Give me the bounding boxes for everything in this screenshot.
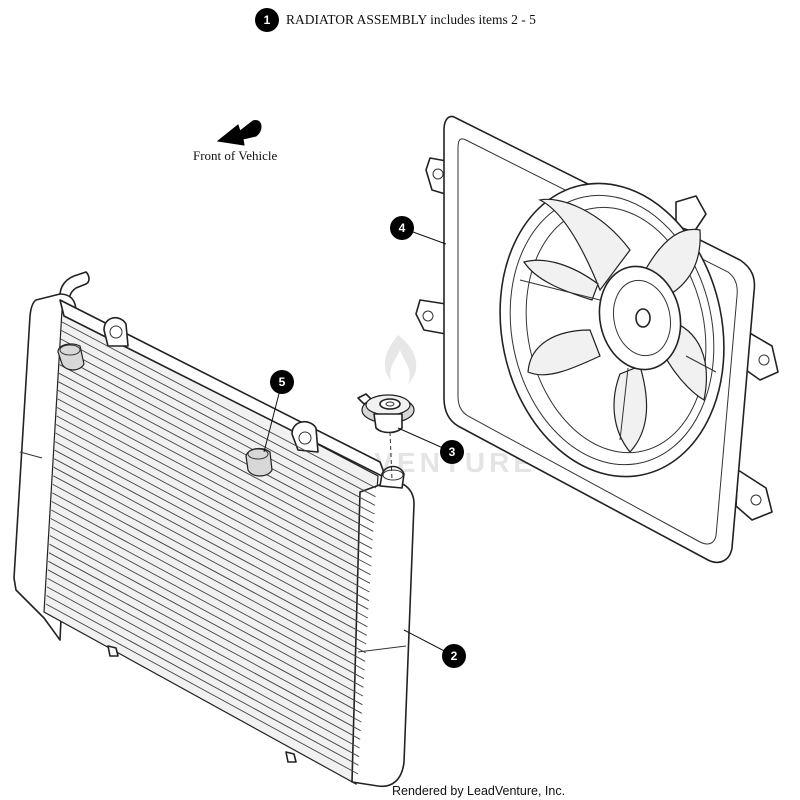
rendered-by-credit: Rendered by LeadVenture, Inc. bbox=[392, 784, 565, 798]
watermark-flame-icon bbox=[384, 335, 417, 384]
radiator-fin bbox=[57, 398, 372, 567]
radiator-fin bbox=[53, 466, 367, 636]
radiator-fins bbox=[45, 321, 377, 775]
bushing-item-5[interactable] bbox=[57, 343, 273, 477]
radiator-fin bbox=[50, 518, 364, 688]
fan-shroud-item-4[interactable] bbox=[415, 115, 779, 564]
svg-text:1: 1 bbox=[264, 13, 271, 27]
svg-text:5: 5 bbox=[279, 375, 286, 389]
radiator-fin bbox=[57, 390, 372, 558]
assembly-title: RADIATOR ASSEMBLY includes items 2 - 5 bbox=[286, 12, 536, 27]
callout-5[interactable]: 5 bbox=[270, 370, 294, 394]
radiator-fin bbox=[50, 526, 364, 697]
radiator-fin bbox=[46, 586, 360, 758]
radiator-fin bbox=[60, 338, 376, 506]
radiator-fin bbox=[53, 458, 368, 628]
radiator-cap-item-3[interactable] bbox=[357, 393, 415, 434]
radiator-fin bbox=[48, 560, 361, 732]
leader-5 bbox=[263, 381, 283, 453]
radiator-fin bbox=[58, 381, 373, 550]
radiator-fin bbox=[48, 552, 362, 723]
radiator-fin bbox=[51, 501, 365, 671]
radiator-fin bbox=[59, 355, 375, 524]
callout-4[interactable]: 4 bbox=[390, 216, 414, 240]
svg-text:3: 3 bbox=[449, 445, 456, 459]
svg-text:4: 4 bbox=[399, 221, 406, 235]
radiator-fin bbox=[58, 372, 373, 541]
radiator-fin bbox=[60, 347, 375, 515]
callout-2[interactable]: 2 bbox=[442, 644, 466, 668]
radiator-fin bbox=[55, 424, 370, 593]
radiator-fin bbox=[56, 415, 371, 584]
radiator-item-2[interactable] bbox=[13, 271, 415, 788]
radiator-fin bbox=[46, 595, 359, 766]
radiator-fin bbox=[52, 492, 366, 662]
radiator-fin bbox=[61, 321, 377, 489]
radiator-fin bbox=[61, 330, 376, 498]
radiator-fin bbox=[51, 509, 365, 680]
title-callout-1[interactable]: 1 bbox=[255, 8, 279, 32]
svg-text:2: 2 bbox=[451, 649, 458, 663]
radiator-fin bbox=[54, 441, 369, 610]
radiator-fin bbox=[54, 449, 369, 619]
radiator-fin bbox=[55, 432, 370, 602]
radiator-fin bbox=[49, 543, 363, 714]
callout-3[interactable]: 3 bbox=[440, 440, 464, 464]
radiator-fin bbox=[47, 569, 361, 740]
front-arrow-icon bbox=[216, 120, 262, 146]
radiator-fin bbox=[47, 578, 360, 749]
radiator-fin bbox=[56, 407, 371, 576]
radiator-fin bbox=[59, 364, 374, 532]
front-of-vehicle-label: Front of Vehicle bbox=[193, 148, 277, 163]
radiator-fin bbox=[53, 475, 367, 645]
radiator-fin bbox=[49, 535, 363, 706]
radiator-fin bbox=[52, 484, 366, 654]
radiator-fin bbox=[45, 603, 359, 775]
cap-installation-line bbox=[389, 431, 393, 481]
